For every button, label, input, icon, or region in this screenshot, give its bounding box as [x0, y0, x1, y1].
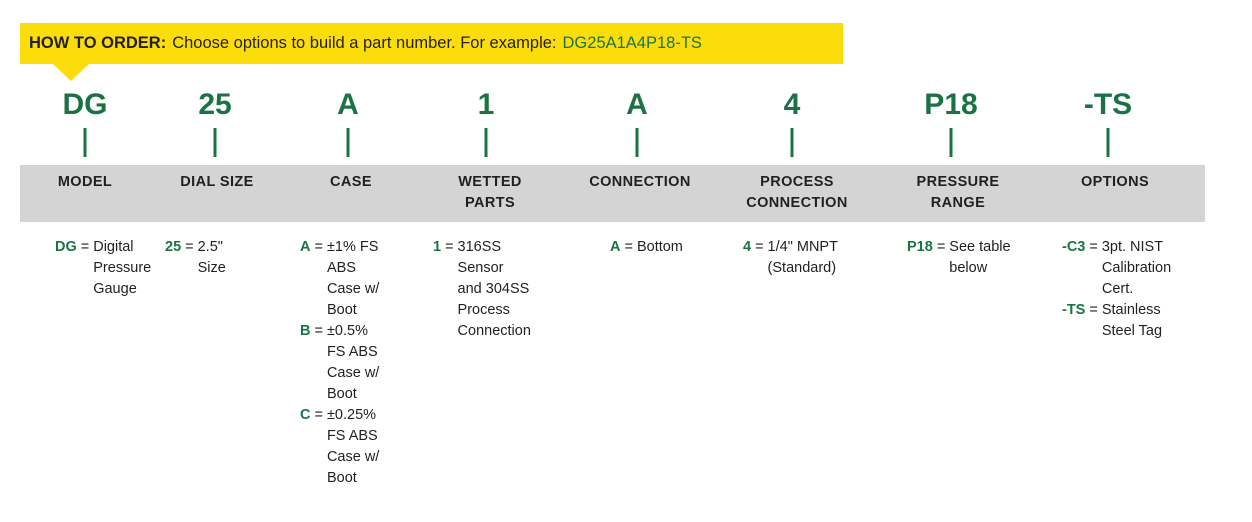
- option-entry-options-0: -C3=3pt. NIST Calibration Cert.: [1062, 237, 1171, 300]
- equals-sign: =: [1089, 239, 1098, 255]
- option-description: ±0.25% FS ABS Case w/ Boot: [326, 407, 380, 486]
- column-header-band: [20, 165, 1205, 222]
- option-entry-connection-0: A=Bottom: [610, 237, 683, 258]
- connector-line-options: [1106, 128, 1110, 157]
- option-description: See table below: [949, 239, 1011, 276]
- connector-line-pressure-range: [949, 128, 953, 157]
- part-code-model: DG: [62, 88, 108, 121]
- how-to-order-banner: HOW TO ORDER: Choose options to build a …: [20, 23, 843, 64]
- column-header-wetted-parts: WETTED PARTS: [458, 174, 522, 211]
- equals-sign: =: [1089, 302, 1098, 318]
- option-entry-dial-size-0: 25=2.5" Size: [165, 237, 226, 279]
- part-code-pressure-range: P18: [924, 88, 978, 121]
- equals-sign: =: [755, 239, 764, 255]
- option-description: Stainless Steel Tag: [1101, 302, 1163, 339]
- column-header-process-connection: PROCESS CONNECTION: [746, 174, 848, 211]
- option-code: 1: [433, 239, 442, 255]
- option-entry-case-2: C=±0.25% FS ABS Case w/ Boot: [300, 405, 379, 489]
- equals-sign: =: [624, 239, 633, 255]
- column-body-options: -C3=3pt. NIST Calibration Cert.-TS=Stain…: [1062, 237, 1171, 342]
- column-body-connection: A=Bottom: [610, 237, 683, 258]
- option-entry-case-0: A=±1% FS ABS Case w/ Boot: [300, 237, 379, 321]
- column-header-model: MODEL: [57, 174, 113, 190]
- part-code-case: A: [337, 88, 359, 121]
- option-description: 3pt. NIST Calibration Cert.: [1101, 239, 1172, 297]
- equals-sign: =: [185, 239, 194, 255]
- column-header-case: CASE: [330, 174, 372, 190]
- option-description: Bottom: [636, 239, 683, 255]
- option-code: 4: [743, 239, 752, 255]
- column-header-dial-size: DIAL SIZE: [180, 174, 254, 190]
- option-code: C: [300, 407, 311, 423]
- option-entry-case-1: B=±0.5% FS ABS Case w/ Boot: [300, 321, 379, 405]
- option-code: A: [610, 239, 621, 255]
- equals-sign: =: [445, 239, 454, 255]
- option-code: A: [300, 239, 311, 255]
- connector-line-case: [346, 128, 350, 157]
- equals-sign: =: [314, 323, 323, 339]
- part-code-wetted-parts: 1: [477, 88, 495, 121]
- part-code-dial-size: 25: [198, 88, 232, 121]
- column-body-model: DG=Digital Pressure Gauge: [55, 237, 151, 300]
- connector-line-wetted-parts: [484, 128, 488, 157]
- option-description: 1/4" MNPT (Standard): [767, 239, 838, 276]
- part-code-options: -TS: [1083, 88, 1133, 121]
- equals-sign: =: [314, 407, 323, 423]
- column-body-dial-size: 25=2.5" Size: [165, 237, 226, 279]
- option-description: ±0.5% FS ABS Case w/ Boot: [326, 323, 380, 402]
- option-entry-model-0: DG=Digital Pressure Gauge: [55, 237, 151, 300]
- connector-line-process-connection: [790, 128, 794, 157]
- column-body-process-connection: 4=1/4" MNPT (Standard): [743, 237, 838, 279]
- equals-sign: =: [936, 239, 946, 255]
- example-part-number: DG25A1A4P18-TS: [562, 34, 702, 52]
- banner-label: HOW TO ORDER:: [29, 34, 167, 52]
- banner-text: Choose options to build a part number. F…: [172, 34, 557, 52]
- option-description: Digital Pressure Gauge: [93, 239, 152, 297]
- option-code: B: [300, 323, 311, 339]
- connector-line-dial-size: [213, 128, 217, 157]
- column-header-pressure-range: PRESSURE RANGE: [916, 174, 1000, 211]
- connector-line-model: [83, 128, 87, 157]
- option-entry-options-1: -TS=Stainless Steel Tag: [1062, 300, 1171, 342]
- column-body-pressure-range: P18=See table below: [907, 237, 1011, 279]
- column-header-connection: CONNECTION: [589, 174, 691, 190]
- option-entry-wetted-parts-0: 1=316SS Sensor and 304SS Process Connect…: [433, 237, 531, 342]
- column-header-options: OPTIONS: [1080, 174, 1150, 190]
- option-entry-pressure-range-0: P18=See table below: [907, 237, 1011, 279]
- option-code: P18: [907, 239, 933, 255]
- option-code: DG: [55, 239, 77, 255]
- option-code: -TS: [1062, 302, 1086, 318]
- column-body-wetted-parts: 1=316SS Sensor and 304SS Process Connect…: [433, 237, 531, 342]
- part-code-process-connection: 4: [783, 88, 801, 121]
- equals-sign: =: [314, 239, 323, 255]
- part-code-connection: A: [626, 88, 648, 121]
- banner-pointer-triangle: [53, 64, 89, 81]
- equals-sign: =: [80, 239, 90, 255]
- option-code: 25: [165, 239, 182, 255]
- option-description: ±1% FS ABS Case w/ Boot: [326, 239, 380, 318]
- option-entry-process-connection-0: 4=1/4" MNPT (Standard): [743, 237, 838, 279]
- connector-line-connection: [635, 128, 639, 157]
- option-description: 2.5" Size: [197, 239, 226, 276]
- option-description: 316SS Sensor and 304SS Process Connectio…: [457, 239, 531, 339]
- option-code: -C3: [1062, 239, 1086, 255]
